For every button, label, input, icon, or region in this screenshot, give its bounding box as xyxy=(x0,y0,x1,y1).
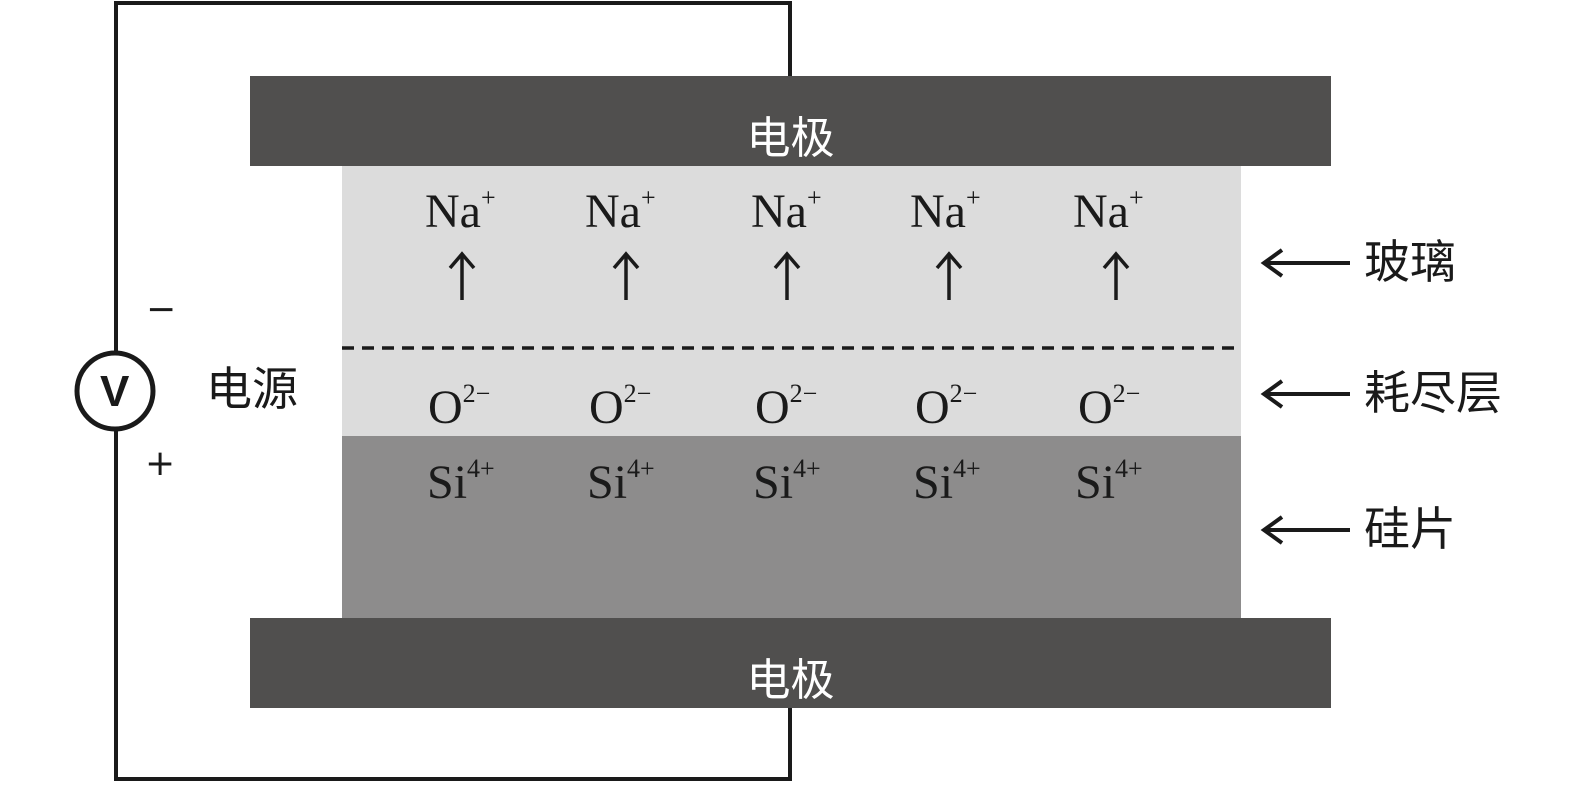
silicon-ion: Si4+ xyxy=(427,454,495,509)
oxide-ion: O2− xyxy=(915,379,978,434)
na-ion: Na+ xyxy=(910,183,981,238)
na-ion: Na+ xyxy=(585,183,656,238)
top-electrode: 电极 xyxy=(250,76,1331,166)
up-arrow-icon xyxy=(1102,251,1130,300)
oxide-ion: O2− xyxy=(755,379,818,434)
silicon-ion: Si4+ xyxy=(1075,454,1143,509)
na-ion: Na+ xyxy=(1073,183,1144,238)
silicon-wafer-layer xyxy=(342,436,1241,618)
silicon-ion: Si4+ xyxy=(753,454,821,509)
oxide-ion: O2− xyxy=(428,379,491,434)
depletion-layer-label: 耗尽层 xyxy=(1364,366,1502,420)
silicon-ion: Si4+ xyxy=(913,454,981,509)
up-arrow-icon xyxy=(935,251,963,300)
voltmeter-circle xyxy=(74,350,156,432)
glass-layer xyxy=(342,166,1241,436)
bottom-electrode-label: 电极 xyxy=(746,655,835,706)
circuit-wire xyxy=(114,1,792,352)
up-arrow-icon xyxy=(612,251,640,300)
na-ion: Na+ xyxy=(425,183,496,238)
left-arrow-icon xyxy=(1260,515,1350,545)
na-migration-arrows xyxy=(448,251,1130,300)
bottom-electrode: 电极 xyxy=(250,618,1331,708)
silicon-ion: Si4+ xyxy=(587,454,655,509)
power-supply-label: 电源 xyxy=(206,362,298,416)
silicon-wafer-label: 硅片 xyxy=(1364,502,1456,556)
negative-terminal-sign: − xyxy=(146,289,177,330)
left-arrow-icon xyxy=(1260,248,1350,278)
na-ion: Na+ xyxy=(751,183,822,238)
oxide-ion: O2− xyxy=(1078,379,1141,434)
left-arrow-icon xyxy=(1260,379,1350,409)
top-electrode-label: 电极 xyxy=(746,113,835,164)
layer-pointer-arrows xyxy=(1260,248,1350,545)
circuit-wire-lower xyxy=(114,430,792,781)
voltmeter-symbol: V xyxy=(100,367,130,416)
up-arrow-icon xyxy=(448,251,476,300)
glass-layer-label: 玻璃 xyxy=(1364,235,1456,289)
oxide-ion: O2− xyxy=(589,379,652,434)
positive-terminal-sign: + xyxy=(145,443,176,484)
up-arrow-icon xyxy=(773,251,801,300)
